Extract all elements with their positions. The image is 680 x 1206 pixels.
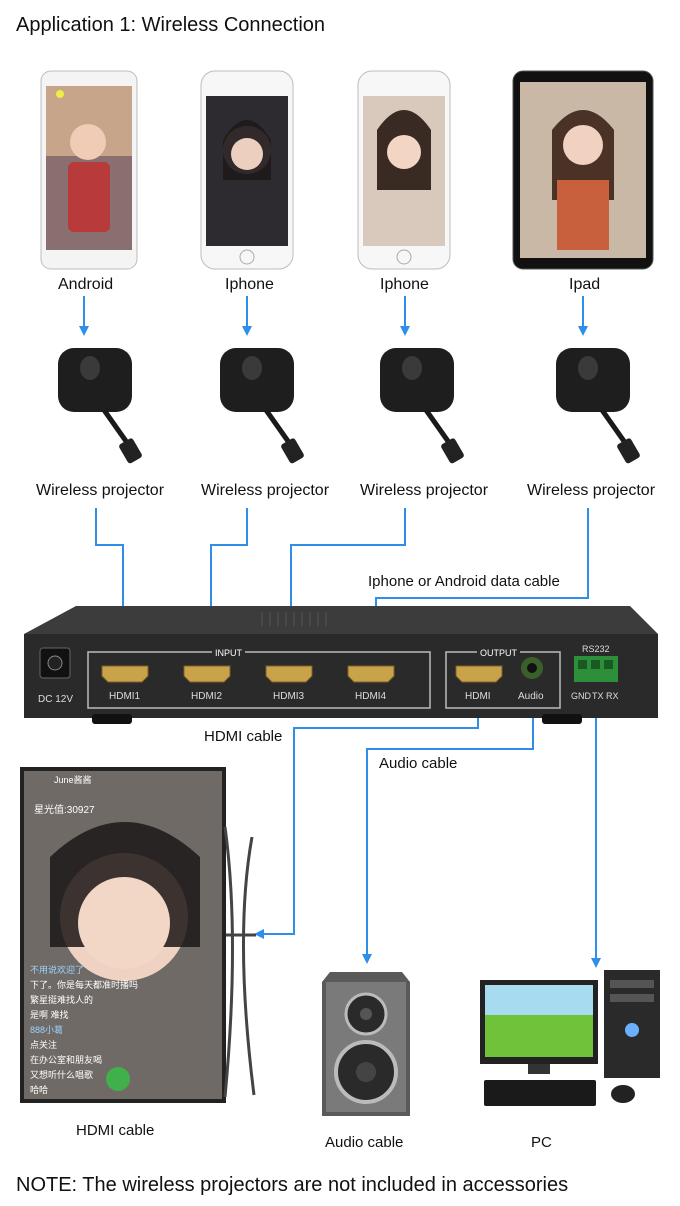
android-phone-image [40, 70, 138, 270]
iphone-2-image [357, 70, 451, 270]
chat-line: 不用说欢迎了 [30, 965, 85, 975]
page-title: Application 1: Wireless Connection [16, 14, 326, 36]
iphone-1-image [200, 70, 294, 270]
output-audio-label: Audio [518, 691, 544, 702]
chat-line: 哈哈 [30, 1085, 49, 1095]
chat-line: 是啊 难找 [30, 1010, 69, 1020]
chat-line: 繁星挺难找人的 [30, 995, 94, 1005]
footnote: NOTE: The wireless projectors are not in… [16, 1174, 569, 1196]
data-cable-label: Iphone or Android data cable [368, 573, 560, 590]
hdmi1-label: HDMI1 [109, 691, 141, 702]
chat-line: 点关注 [30, 1040, 58, 1050]
overlay-chat: 不用说欢迎了 下了。你是每天都准时播吗 繁星挺难找人的 是啊 难找 888小葛 … [30, 963, 138, 1098]
display-screen: June酱酱 星光值:30927 不用说欢迎了 下了。你是每天都准时播吗 繁星挺… [20, 767, 256, 1107]
hdmi-switcher: DC 12V INPUT HDMI1 HDMI2 HDMI3 HDMI4 OUT… [22, 604, 660, 726]
chat-line: 在办公室和朋友喝 [30, 1055, 103, 1065]
wireless-projector-icon [380, 348, 464, 464]
output-group-label: OUTPUT [477, 648, 520, 658]
overlay-user: June酱酱 [54, 775, 92, 785]
wireless-projector-icon [58, 348, 142, 464]
chat-line: 又想听什么唱歌 [30, 1070, 94, 1080]
display-caption: HDMI cable [76, 1122, 155, 1139]
projector-label-2: Wireless projector [201, 482, 330, 499]
pc-caption: PC [531, 1134, 552, 1151]
speaker-icon [322, 972, 410, 1116]
rs232-label: RS232 [582, 644, 610, 654]
speaker-caption: Audio cable [325, 1134, 404, 1151]
wireless-projector-icon [220, 348, 304, 464]
device-label-iphone-1: Iphone [225, 276, 274, 293]
device-label-ipad: Ipad [569, 276, 601, 293]
ipad-image [512, 70, 654, 270]
chat-line: 下了。你是每天都准时播吗 [30, 980, 139, 990]
overlay-stars: 星光值:30927 [34, 805, 95, 816]
input-group-label: INPUT [212, 648, 245, 658]
projector-label-3: Wireless projector [360, 482, 489, 499]
hdmi2-label: HDMI2 [191, 691, 223, 702]
hdmi4-label: HDMI4 [355, 691, 387, 702]
device-label-iphone-2: Iphone [380, 276, 429, 293]
dc-label: DC 12V [38, 694, 74, 705]
pc-icon [480, 970, 660, 1106]
tx-label: TX [592, 691, 604, 701]
wireless-projector-icon [556, 348, 640, 464]
projector-label-1: Wireless projector [36, 482, 165, 499]
hdmi-cable-label: HDMI cable [204, 728, 283, 745]
rx-label: RX [606, 691, 619, 701]
audio-cable-label: Audio cable [379, 755, 458, 772]
gnd-label: GND [571, 691, 591, 701]
chat-line: 888小葛 [30, 1025, 64, 1035]
hdmi3-label: HDMI3 [273, 691, 305, 702]
projector-label-4: Wireless projector [527, 482, 656, 499]
output-hdmi-label: HDMI [465, 691, 491, 702]
device-label-android: Android [58, 276, 114, 293]
